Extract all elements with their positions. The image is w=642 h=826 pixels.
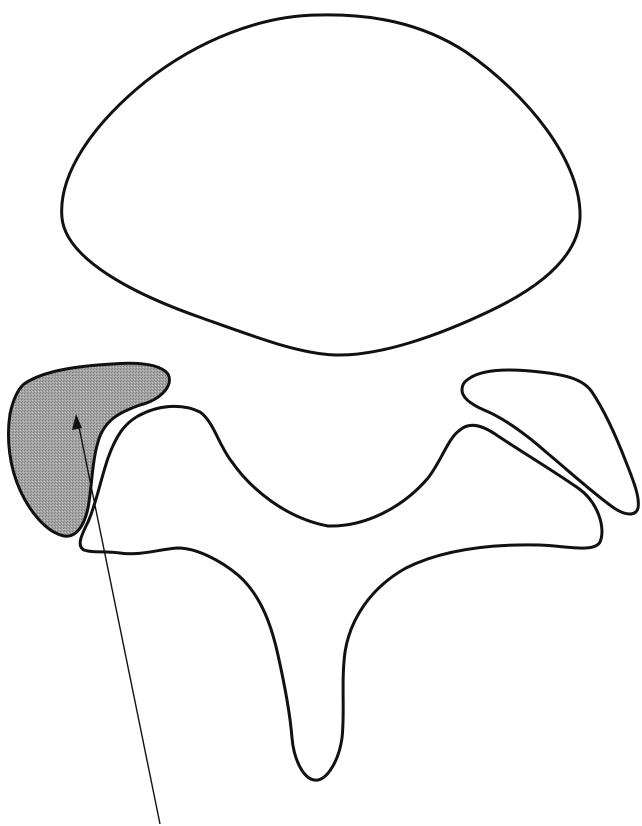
pointer-arrow-line	[78, 422, 160, 824]
right-structure-outline	[462, 370, 638, 514]
posterior-arch-outline	[80, 406, 602, 780]
left-shaded-structure	[8, 363, 169, 536]
vertebral-body-outline	[62, 15, 580, 355]
